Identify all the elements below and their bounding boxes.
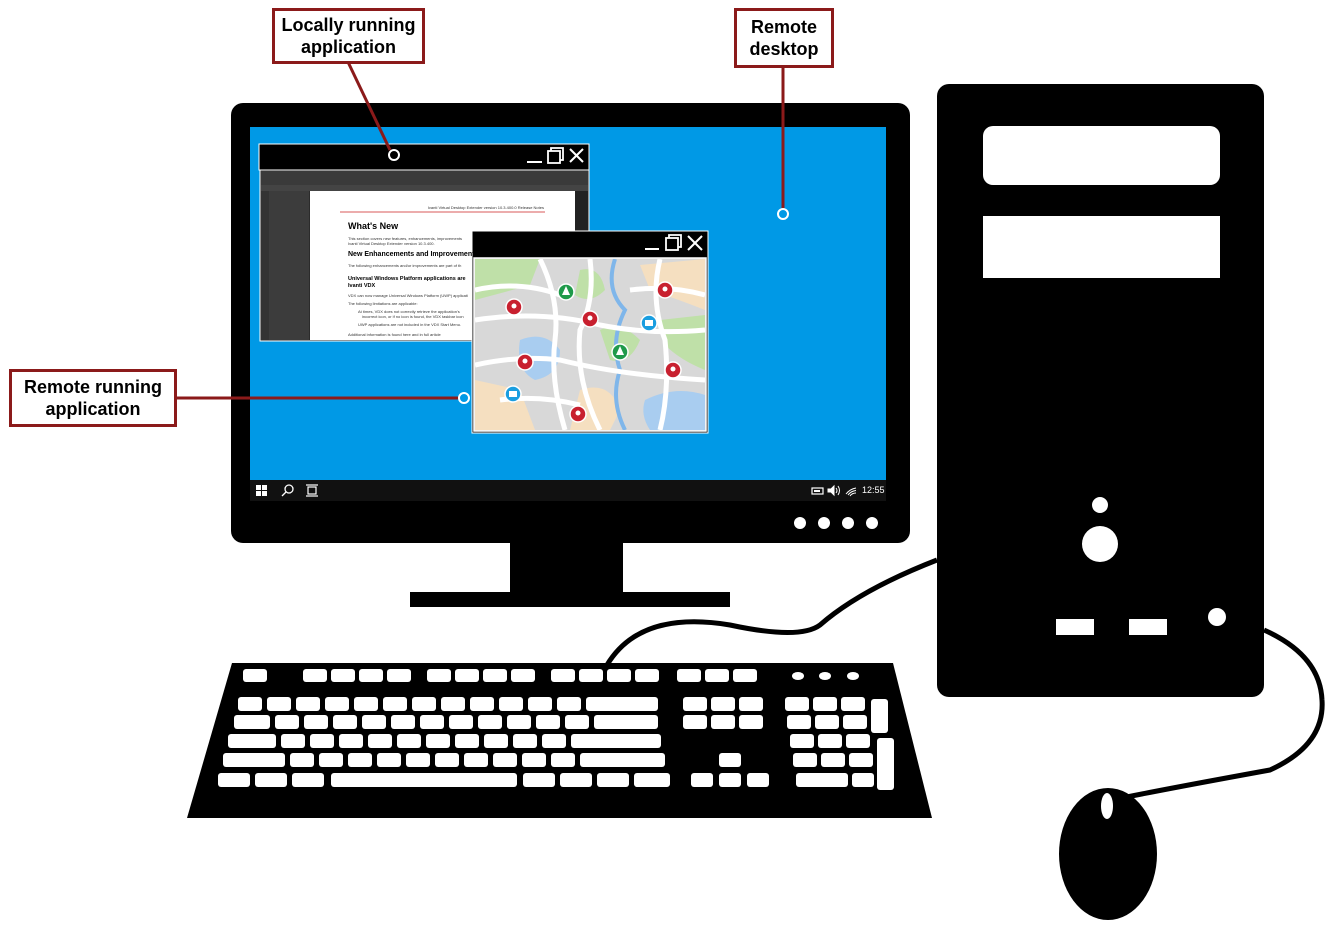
- document-paragraph: The following limitations are applicable…: [348, 301, 418, 306]
- window-title-dot: [388, 149, 400, 161]
- remote-app-marker: [458, 392, 470, 404]
- keyboard-keys: [218, 669, 894, 790]
- map-pin-icon[interactable]: [516, 353, 534, 371]
- map-view[interactable]: [475, 259, 705, 430]
- document-bullet: At times, VDX does not correctly retriev…: [358, 309, 460, 314]
- document-header: Ivanti Virtual Desktop Extender version …: [427, 205, 544, 210]
- callout-leaders: [176, 61, 785, 400]
- callout-remote-desktop-line2: desktop: [749, 39, 819, 59]
- document-paragraph: Additional information is found here and…: [348, 332, 441, 337]
- document-subheading: New Enhancements and Improvement: [348, 251, 475, 258]
- map-pin-icon[interactable]: [656, 281, 674, 299]
- document-paragraph: VDX can now manage Universal Windows Pla…: [348, 293, 468, 298]
- park-tree-icon[interactable]: [557, 283, 575, 301]
- usb-port: [1129, 619, 1167, 635]
- document-bullet: UWP applications are not included in the…: [358, 322, 462, 327]
- usb-port: [1056, 619, 1094, 635]
- taskbar-clock[interactable]: 12:55: [862, 485, 885, 495]
- document-content: Ivanti Virtual Desktop Extender version …: [312, 200, 574, 340]
- close-icon[interactable]: [687, 235, 703, 251]
- callout-remote-app: Remote running application: [9, 369, 177, 427]
- document-subheading: Universal Windows Platform applications …: [348, 276, 466, 282]
- remote-app-window[interactable]: [471, 230, 709, 434]
- document-paragraph: This section covers new features, enhanc…: [348, 236, 463, 241]
- keyboard[interactable]: [187, 663, 932, 818]
- taskbar: [250, 480, 886, 501]
- monitor-button: [842, 517, 854, 529]
- map-pin-icon[interactable]: [581, 310, 599, 328]
- map-pin-icon[interactable]: [664, 361, 682, 379]
- document-paragraph: Ivanti Virtual Desktop Extender version …: [348, 241, 435, 246]
- library-book-icon[interactable]: [640, 314, 658, 332]
- mouse-scroll-wheel: [1101, 793, 1113, 819]
- monitor-button: [866, 517, 878, 529]
- wifi-icon[interactable]: [845, 487, 857, 497]
- map-pin-icon[interactable]: [569, 405, 587, 423]
- power-button[interactable]: [1082, 526, 1118, 562]
- keyboard-cable: [604, 557, 938, 667]
- library-book-icon[interactable]: [504, 385, 522, 403]
- close-icon[interactable]: [569, 148, 584, 163]
- task-view-icon[interactable]: [306, 484, 318, 497]
- audio-jack: [1208, 608, 1226, 626]
- maximize-icon[interactable]: [665, 234, 682, 251]
- callout-local-app-line2: application: [300, 37, 396, 57]
- remote-desktop-marker: [777, 208, 789, 220]
- monitor-button: [818, 517, 830, 529]
- power-led: [1092, 497, 1108, 513]
- mouse[interactable]: [1059, 788, 1157, 920]
- callout-local-app: Locally running application: [272, 8, 425, 64]
- callout-remote-app-line1: Remote running: [24, 377, 162, 397]
- volume-icon[interactable]: [827, 484, 840, 497]
- search-icon[interactable]: [281, 484, 294, 497]
- callout-local-app-line1: Locally running: [281, 15, 416, 35]
- drive-bay: [983, 126, 1220, 185]
- computer-tower: [937, 84, 1264, 697]
- monitor-button: [794, 517, 806, 529]
- document-paragraph: The following enhancements and/or improv…: [348, 263, 462, 268]
- document-subheading: Ivanti VDX: [348, 283, 376, 289]
- callout-remote-app-line2: application: [45, 399, 141, 419]
- map-pin-icon[interactable]: [505, 298, 523, 316]
- document-heading: What's New: [348, 221, 399, 231]
- document-bullet: incorrect icon, or if no icon is found, …: [362, 314, 464, 319]
- windows-start-icon[interactable]: [256, 485, 267, 496]
- drive-bay: [983, 216, 1220, 278]
- callout-remote-desktop: Remote desktop: [734, 8, 834, 68]
- maximize-icon[interactable]: [547, 147, 564, 164]
- battery-icon[interactable]: [811, 487, 824, 495]
- mouse-cable: [1111, 627, 1325, 803]
- callout-remote-desktop-line1: Remote: [750, 17, 817, 37]
- park-tree-icon[interactable]: [611, 343, 629, 361]
